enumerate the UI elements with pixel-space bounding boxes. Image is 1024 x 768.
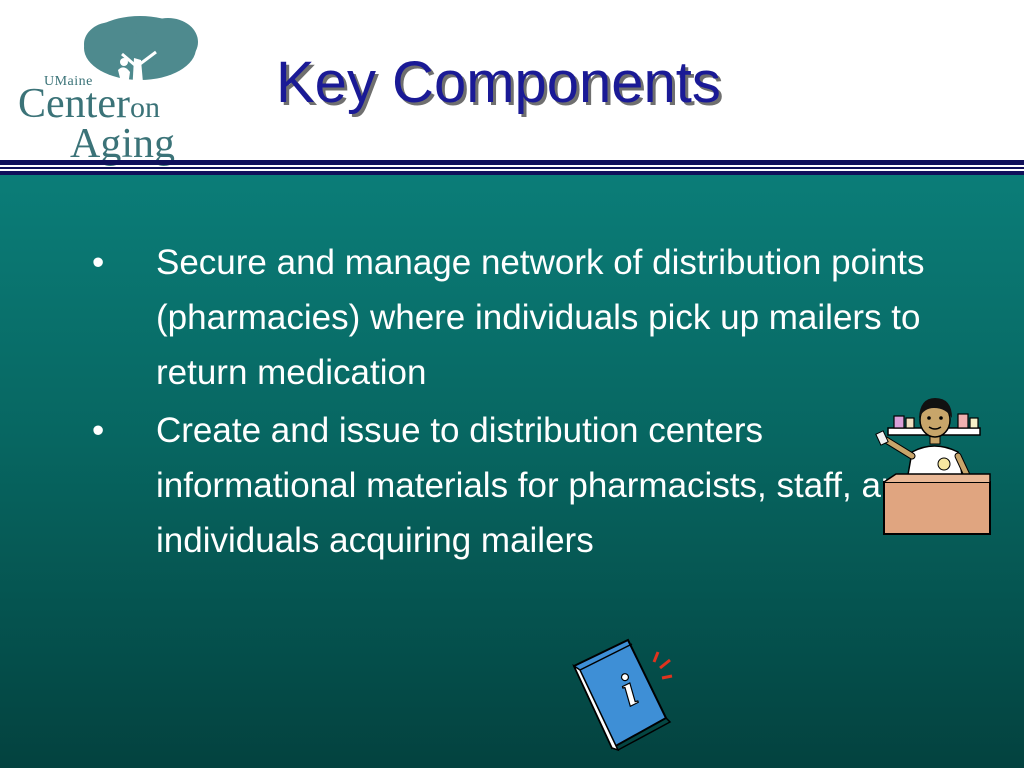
bullet-marker: • [92,243,105,282]
logo-center-text: Centeron [18,82,160,130]
bullet-item: • Create and issue to distribution cente… [0,403,936,568]
pharmacist-icon [872,390,998,540]
umaine-center-on-aging-logo: UMaine Centeron Aging [14,14,200,166]
bullet-list: • Secure and manage network of distribut… [0,235,1024,571]
logo-center-word: Center [18,81,130,127]
logo-umaine-text: UMaine [44,74,93,89]
header-divider-bottom [0,171,1024,175]
bullet-text: Secure and manage network of distributio… [156,243,925,392]
slide-body: • Secure and manage network of distribut… [0,175,1024,768]
slide-header: UMaine Centeron Aging Key Components [0,0,1024,166]
slide-title: Key Components [276,50,721,115]
logo-on-word: on [129,91,160,124]
header-divider-thin [0,167,1024,169]
header-divider-thick [0,160,1024,165]
logo-aging-text: Aging [70,121,175,167]
bullet-marker: • [92,411,105,450]
info-book-icon: i [566,636,678,754]
tree-icon [84,16,198,94]
bullet-item: • Secure and manage network of distribut… [0,235,936,400]
bullet-text: Create and issue to distribution centers… [156,411,920,560]
